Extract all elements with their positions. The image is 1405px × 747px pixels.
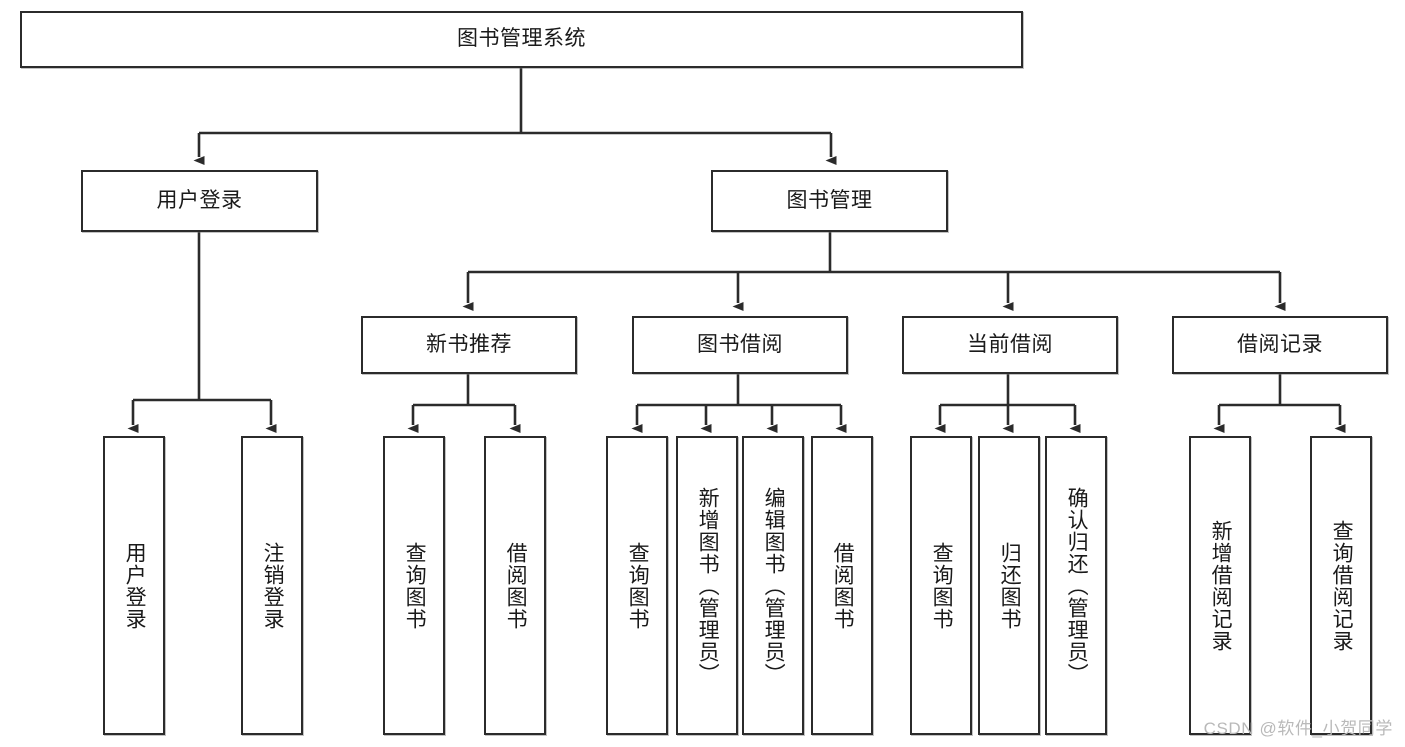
node-current-borrow-label: 当前借阅 xyxy=(967,332,1053,356)
leaf-current-query-book[interactable]: 查询图书 xyxy=(910,436,972,735)
leaf-label: 用户登录 xyxy=(123,541,147,630)
leaf-record-query[interactable]: 查询借阅记录 xyxy=(1310,436,1372,735)
leaf-label: 确认归还（管理员） xyxy=(1065,486,1089,685)
leaf-label: 查询借阅记录 xyxy=(1330,519,1354,652)
node-book-borrow[interactable]: 图书借阅 xyxy=(632,316,848,374)
node-current-borrow[interactable]: 当前借阅 xyxy=(902,316,1118,374)
node-borrow-record[interactable]: 借阅记录 xyxy=(1172,316,1388,374)
leaf-borrow-borrow-book[interactable]: 借阅图书 xyxy=(811,436,873,735)
leaf-borrow-add-book[interactable]: 新增图书（管理员） xyxy=(676,436,738,735)
leaf-label: 查询图书 xyxy=(626,541,650,630)
leaf-label: 编辑图书（管理员） xyxy=(762,486,786,685)
leaf-new-book-query[interactable]: 查询图书 xyxy=(383,436,445,735)
leaf-record-add[interactable]: 新增借阅记录 xyxy=(1189,436,1251,735)
leaf-borrow-query-book[interactable]: 查询图书 xyxy=(606,436,668,735)
leaf-label: 查询图书 xyxy=(403,541,427,630)
watermark-text: CSDN @软件_小贺同学 xyxy=(1203,719,1393,738)
leaf-user-login-logout[interactable]: 注销登录 xyxy=(241,436,303,735)
node-user-login-label: 用户登录 xyxy=(156,188,243,212)
leaf-user-login-login[interactable]: 用户登录 xyxy=(103,436,165,735)
node-book-management[interactable]: 图书管理 xyxy=(711,170,948,232)
leaf-label: 新增借阅记录 xyxy=(1209,519,1233,652)
node-new-book-recommend-label: 新书推荐 xyxy=(426,332,512,356)
node-new-book-recommend[interactable]: 新书推荐 xyxy=(361,316,577,374)
leaf-label: 注销登录 xyxy=(261,541,285,630)
leaf-label: 新增图书（管理员） xyxy=(696,486,720,685)
leaf-new-book-borrow[interactable]: 借阅图书 xyxy=(484,436,546,735)
leaf-label: 借阅图书 xyxy=(504,541,528,630)
node-root[interactable]: 图书管理系统 xyxy=(20,11,1023,68)
leaf-borrow-edit-book[interactable]: 编辑图书（管理员） xyxy=(742,436,804,735)
node-book-management-label: 图书管理 xyxy=(786,188,873,212)
node-book-borrow-label: 图书借阅 xyxy=(697,332,783,356)
node-borrow-record-label: 借阅记录 xyxy=(1237,332,1323,356)
leaf-current-return-book[interactable]: 归还图书 xyxy=(978,436,1040,735)
node-user-login[interactable]: 用户登录 xyxy=(81,170,318,232)
leaf-label: 借阅图书 xyxy=(831,541,855,630)
node-root-label: 图书管理系统 xyxy=(457,27,586,51)
leaf-current-confirm-return[interactable]: 确认归还（管理员） xyxy=(1045,436,1107,735)
leaf-label: 查询图书 xyxy=(930,541,954,630)
leaf-label: 归还图书 xyxy=(998,541,1022,630)
